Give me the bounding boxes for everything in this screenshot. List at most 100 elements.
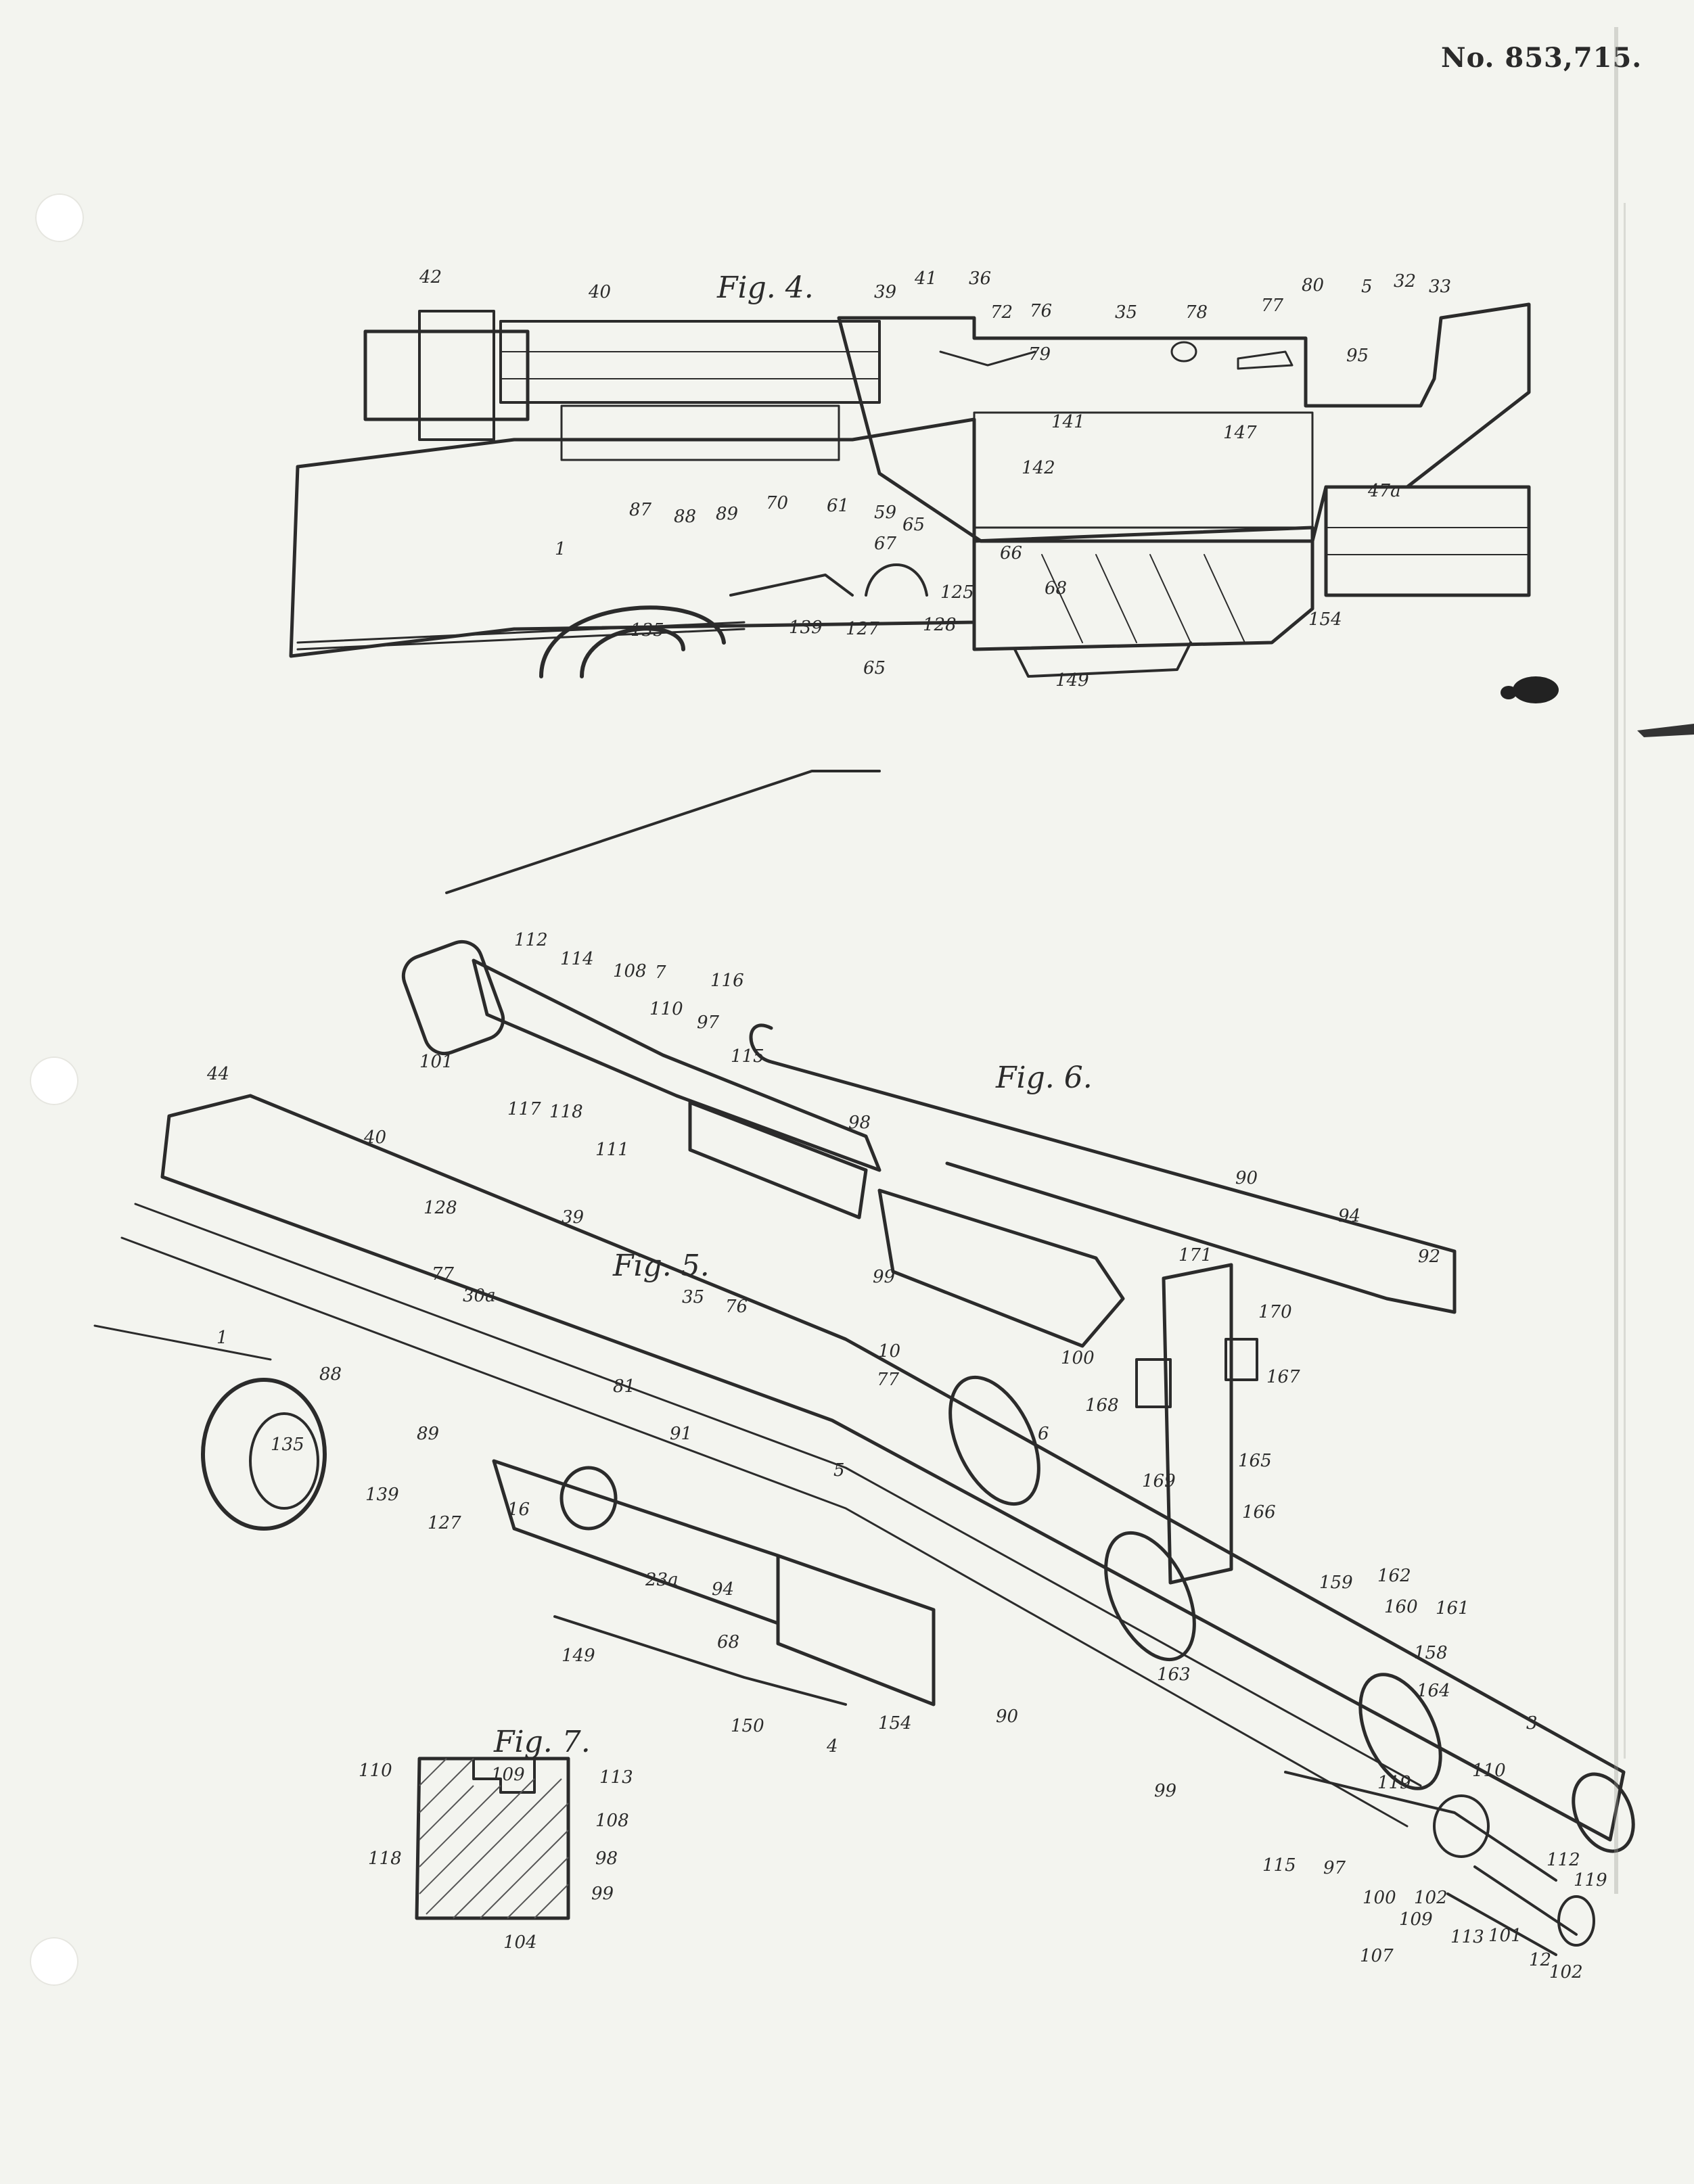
ref-label: 92 — [1418, 1247, 1440, 1267]
ref-label: 142 — [1022, 458, 1055, 478]
scan-artifacts — [1501, 27, 1694, 1894]
figure-title: Fig. 4. — [716, 271, 814, 305]
magazine-hatching — [1041, 554, 1245, 643]
butt-plate — [1324, 485, 1531, 597]
sight-slide-168 — [1135, 1358, 1172, 1408]
figure-title: Fig. 7. — [493, 1725, 591, 1759]
ref-label: 94 — [1338, 1206, 1360, 1226]
ref-label: 135 — [631, 620, 664, 641]
fig6-reference-numerals: 112 114 108 7 116 110 97 115 101 117 118… — [419, 930, 1440, 1368]
ref-label: 95 — [1346, 346, 1369, 366]
ref-label: 88 — [674, 507, 696, 527]
ref-label: 76 — [1030, 301, 1052, 321]
ref-label: 89 — [716, 504, 738, 524]
frame-lower-line — [134, 1203, 1422, 1787]
hammer-spur — [865, 563, 928, 597]
ref-label: 110 — [359, 1761, 392, 1781]
ref-label: 6 — [1038, 1424, 1049, 1444]
magazine-well — [776, 1554, 936, 1706]
ref-label: 99 — [873, 1267, 895, 1287]
ref-label: 135 — [271, 1435, 304, 1455]
binder-hole-middle — [30, 1056, 78, 1105]
ref-label: 100 — [1061, 1348, 1095, 1368]
ref-label: 77 — [1261, 296, 1284, 316]
ref-label: 32 — [1394, 271, 1416, 292]
ref-label: 1 — [216, 1328, 228, 1348]
ref-label: 107 — [1360, 1946, 1394, 1966]
ref-label: 42 — [419, 267, 442, 287]
ref-label: 68 — [717, 1632, 739, 1652]
ref-label: 98 — [848, 1113, 871, 1133]
ref-label: 35 — [682, 1287, 704, 1307]
ref-label: 169 — [1142, 1471, 1176, 1491]
ref-label: 72 — [990, 302, 1013, 323]
ref-label: 66 — [1000, 543, 1022, 563]
ref-label: 149 — [1055, 670, 1089, 691]
barrel-band-163 — [1104, 1531, 1196, 1662]
ref-label: 81 — [613, 1376, 635, 1397]
rear-sight-leaf — [1162, 1263, 1233, 1585]
ref-label: 119 — [1574, 1870, 1607, 1890]
ref-label: 67 — [874, 534, 897, 554]
ref-label: 80 — [1302, 275, 1324, 296]
ref-label: 65 — [902, 515, 925, 535]
barrel-band-158 — [1358, 1673, 1442, 1790]
ref-label: 90 — [996, 1706, 1018, 1727]
magazine-floor — [1013, 641, 1192, 678]
ref-label: 154 — [1308, 609, 1342, 630]
ref-label: 89 — [417, 1424, 439, 1444]
ref-label: 33 — [1429, 277, 1451, 297]
bolt-knob — [559, 1466, 618, 1531]
ref-label: 44 — [206, 1064, 229, 1084]
binder-hole-bottom — [30, 1937, 78, 1986]
ref-label: 23a — [645, 1570, 679, 1590]
ref-label: 115 — [731, 1046, 764, 1067]
frame-lower-line — [120, 1236, 1409, 1828]
ref-label: 4 — [826, 1736, 838, 1757]
ref-label: 125 — [940, 582, 974, 603]
end-cap-110 — [1433, 1794, 1490, 1858]
magazine — [972, 526, 1314, 651]
trigger — [729, 574, 854, 597]
ref-label: 68 — [1045, 578, 1067, 599]
receiver-outline — [837, 302, 1531, 543]
ref-label: 79 — [1028, 344, 1051, 365]
ref-label: 91 — [670, 1424, 692, 1444]
ref-label: 100 — [1363, 1888, 1396, 1908]
ref-label: 98 — [595, 1849, 618, 1869]
ref-label: 163 — [1157, 1665, 1191, 1685]
ref-label: 40 — [588, 282, 611, 302]
ref-label: 41 — [914, 269, 937, 289]
ref-label: 113 — [1450, 1927, 1484, 1947]
magazine-bottom — [553, 1615, 847, 1706]
ref-label: 147 — [1223, 423, 1257, 443]
ref-label: 104 — [503, 1932, 537, 1953]
ref-label: 117 — [507, 1099, 541, 1119]
barrel-frame — [160, 1094, 1626, 1842]
barrel-jacket — [499, 320, 881, 404]
ref-label: 7 — [655, 962, 666, 983]
sight-slide-167 — [1224, 1338, 1258, 1381]
ref-label: 112 — [1547, 1850, 1580, 1870]
figure-6: Fig. 6. 112 114 108 7 116 110 97 115 101… — [401, 770, 1457, 1368]
ref-label: 90 — [1235, 1168, 1258, 1188]
figure-7: Fig. 7. 110 109 113 108 118 — [359, 1725, 633, 1953]
muzzle-nut — [418, 310, 495, 441]
ref-label: 128 — [424, 1198, 457, 1218]
ref-label: 118 — [368, 1849, 402, 1869]
receiver-block — [492, 1459, 780, 1625]
cross-section-outline — [415, 1757, 570, 1920]
ref-label: 36 — [969, 269, 991, 289]
rod-end — [1446, 1865, 1578, 1956]
ref-label: 154 — [878, 1713, 912, 1734]
trigger-guard — [539, 605, 726, 678]
ref-label: 110 — [649, 999, 683, 1019]
ref-label: 101 — [1488, 1926, 1522, 1946]
ref-label: 139 — [789, 618, 823, 638]
ref-label: 47a — [1367, 481, 1401, 501]
ref-label: 108 — [613, 961, 647, 981]
figure-4: Fig. 4. — [289, 267, 1531, 691]
ref-label: 39 — [562, 1207, 584, 1228]
ref-label: 150 — [731, 1716, 764, 1736]
